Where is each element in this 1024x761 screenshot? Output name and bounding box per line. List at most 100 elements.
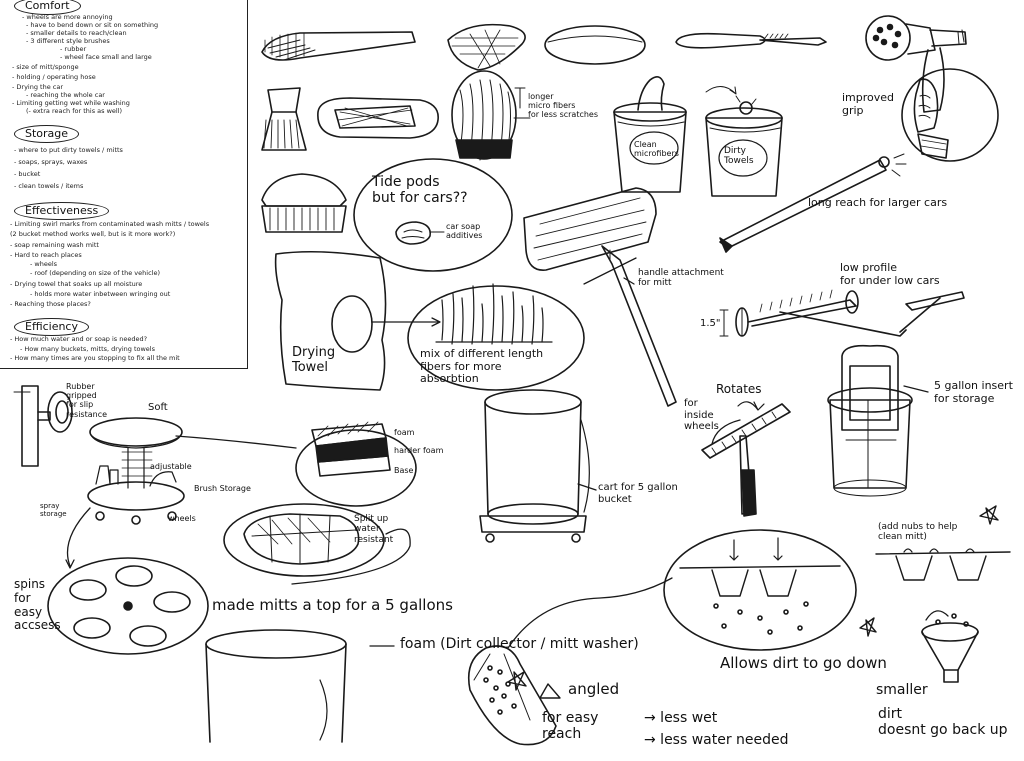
angled-dirt-collector-sketch (467, 645, 557, 746)
long-reach-label: long reach for larger cars (808, 196, 948, 209)
effectiveness-note: (2 bucket method works well, but is it m… (10, 230, 176, 238)
soft-label: Soft (148, 402, 168, 413)
dirt-collector-label: foam (Dirt collector / mitt washer) (400, 636, 639, 652)
comfort-note: - Drying the car (12, 83, 64, 91)
effectiveness-note: - roof (depending on size of the vehicle… (30, 269, 160, 277)
mix-fibers-label: mix of different length fibers for more … (420, 347, 544, 386)
wall-hook-sketch (13, 385, 73, 467)
efficiency-note: - How many times are you stopping to fix… (10, 354, 180, 362)
less-wet-label: → less wet (644, 710, 718, 726)
notes-panel: Comfort - wheels are more annoying - hav… (0, 0, 248, 369)
efficiency-heading: Efficiency (14, 318, 89, 336)
bucket-with-foam-top-sketch (205, 629, 347, 743)
comfort-note: - have to bend down or sit on something (26, 21, 159, 29)
storage-note: - bucket (14, 170, 41, 178)
comfort-note: - rubber (60, 45, 87, 53)
comfort-heading: Comfort (14, 0, 81, 15)
dirt-back-up-label: dirt doesnt go back up (878, 706, 1008, 739)
rotates-label: Rotates (716, 382, 762, 396)
comfort-note: - wheel face small and large (60, 53, 152, 61)
comfort-note: - size of mitt/sponge (12, 63, 79, 71)
bucket-cart-sketch (479, 389, 590, 543)
mitt-on-handle-sketch (523, 187, 677, 407)
improved-grip-label: improved grip (842, 91, 895, 117)
smaller-label: smaller (876, 682, 928, 698)
microfiber-mitt-sketch (451, 70, 531, 161)
connector-lines (65, 257, 949, 649)
effectiveness-note: - Drying towel that soaks up all moistur… (10, 280, 143, 288)
brush-storage-label: Brush Storage (194, 484, 251, 493)
slim-brush-sketch (675, 32, 827, 49)
dirty-towels-label: Dirty Towels (724, 146, 754, 167)
comfort-note: - reaching the whole car (26, 91, 105, 99)
effectiveness-note: - holds more water inbetween wringing ou… (30, 290, 171, 298)
hose-nozzle-sketch (865, 15, 967, 113)
angled-label: angled (568, 680, 620, 698)
storage-note: - clean towels / items (14, 182, 84, 190)
dirty-towel-canister (705, 86, 783, 197)
foam-layer-label: foam (394, 428, 415, 437)
clean-microfibers-label: Clean microfibers (634, 140, 679, 159)
effectiveness-heading: Effectiveness (14, 202, 110, 220)
telescoping-pole-sketch (719, 153, 907, 253)
cart-label: cart for 5 gallon bucket (598, 482, 678, 505)
handle-attachment-label: handle attachment for mitt (638, 268, 724, 289)
mitt-hand-sketch (447, 23, 526, 71)
made-mitts-label: made mitts a top for a 5 gallons (212, 596, 453, 614)
spinning-tray-sketch (47, 557, 209, 655)
rotating-wheel-brush-sketch (701, 401, 791, 517)
tide-pod-bubble (353, 158, 513, 272)
clean-microfiber-canister (613, 76, 687, 193)
effectiveness-note: - wheels (30, 260, 58, 268)
storage-insert-sketch (827, 344, 913, 497)
split-water-resistant-label: Split up water resistant (354, 514, 394, 545)
easy-reach-label: for easy reach (542, 710, 599, 743)
comfort-note: - wheels are more annoying (22, 13, 113, 21)
storage-note: - soaps, sprays, waxes (14, 158, 88, 166)
add-nubs-label: (add nubs to help clean mitt) (878, 522, 958, 543)
effectiveness-note: - Reaching those places? (10, 300, 91, 308)
effectiveness-note: - Hard to reach places (10, 251, 82, 259)
harder-foam-label: harder foam (394, 446, 444, 455)
efficiency-note: - How much water and or soap is needed? (10, 335, 148, 343)
dirt-filter-bubble (663, 529, 857, 651)
comfort-note: - holding / operating hose (12, 73, 96, 81)
less-water-label: → less water needed (644, 732, 789, 748)
oval-sponge-sketch (544, 25, 646, 65)
rubber-gripped-label: Rubber gripped for slip resistance (66, 382, 108, 419)
improved-grip-circle (901, 68, 999, 162)
longer-fibers-label: longer micro fibers for less scratches (528, 92, 599, 120)
fiber-mix-bubble (407, 283, 585, 391)
comfort-note: - 3 different style brushes (26, 37, 110, 45)
drying-towel-sketch (274, 250, 387, 391)
rolling-seat-cart-sketch (87, 417, 185, 525)
wheels-label: wheels (168, 514, 196, 523)
scrub-pad-sketch (317, 97, 439, 139)
comfort-note: - Limiting getting wet while washing (12, 99, 130, 107)
comfort-note: - smaller details to reach/clean (26, 29, 127, 37)
low-profile-roller-sketch (719, 289, 965, 337)
low-profile-label: low profile for under low cars (840, 261, 940, 287)
adjustable-label: adjustable (150, 462, 192, 471)
effectiveness-note: - Limiting swirl marks from contaminated… (10, 220, 210, 228)
star-marks (507, 505, 999, 699)
comfort-note: (- extra reach for this as well) (26, 107, 123, 115)
base-layer-label: Base (394, 466, 414, 475)
round-brush-sketch (261, 173, 347, 233)
gallon-insert-label: 5 gallon insert for storage (934, 379, 1013, 405)
tide-pods-label: Tide pods but for cars?? (372, 174, 468, 207)
storage-note: - where to put dirty towels / mitts (14, 146, 123, 154)
spray-storage-label: spray storage (40, 502, 67, 519)
car-soap-additives-label: car soap additives (446, 222, 483, 241)
allows-dirt-label: Allows dirt to go down (720, 654, 887, 672)
dimension-label: 1.5" (700, 318, 721, 329)
inside-wheels-label: for inside wheels (684, 398, 719, 432)
efficiency-note: - How many buckets, mitts, drying towels (20, 345, 155, 353)
spins-easy-access-label: spins for easy accsess (14, 577, 61, 633)
detail-brush-sketch (261, 87, 307, 151)
funnel-sketch (921, 613, 979, 683)
storage-heading: Storage (14, 125, 80, 143)
effectiveness-note: - soap remaining wash mitt (10, 241, 99, 249)
long-brush-sketch (261, 31, 416, 61)
